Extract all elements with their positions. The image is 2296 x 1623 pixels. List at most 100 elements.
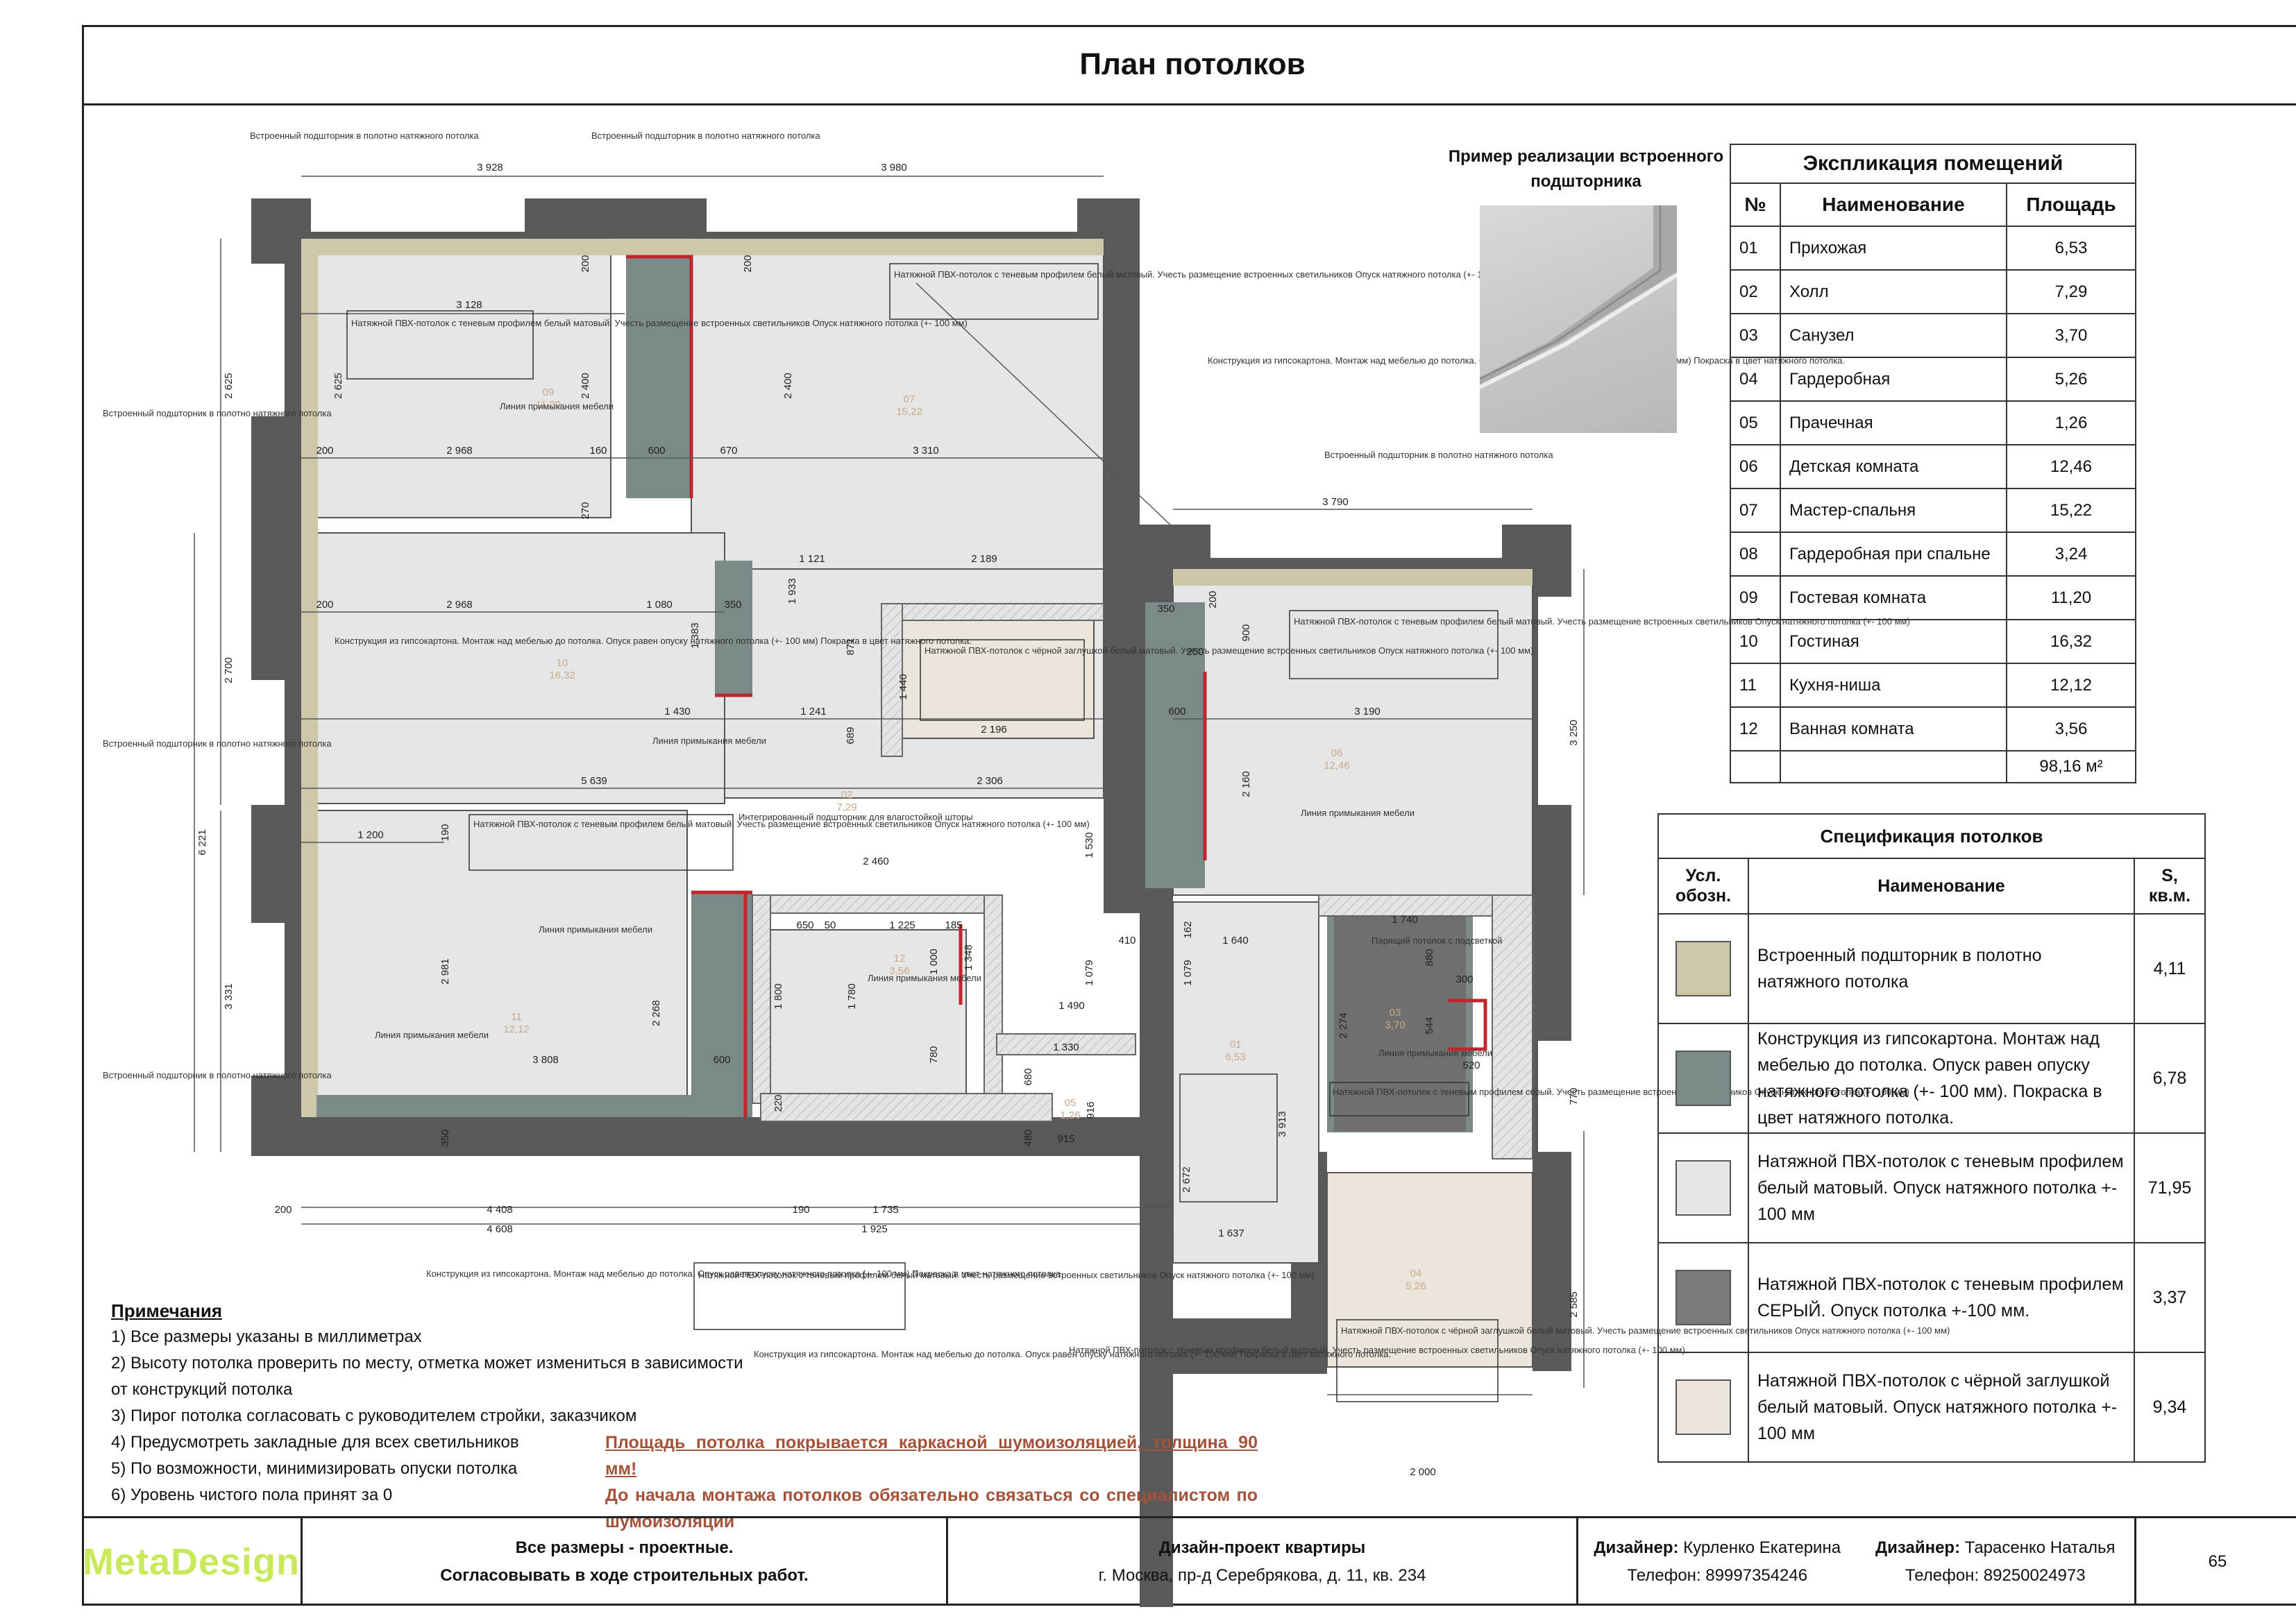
dim: 1 225 — [889, 919, 915, 931]
page-number: 65 — [2208, 1552, 2227, 1571]
footer: MetaDesign Все размеры - проектные. Согл… — [82, 1516, 2296, 1606]
row-area: 7,29 — [2006, 269, 2136, 314]
room-11-area: 12,12 — [503, 1023, 530, 1035]
callout-furniture-3: Линия примыкания мебели — [539, 924, 652, 935]
dim: 3 128 — [456, 299, 482, 311]
dim: 1 780 — [846, 983, 858, 1010]
dim: 670 — [720, 445, 737, 457]
title-bar: План потолков — [82, 25, 2296, 105]
dim: 770 — [1568, 1087, 1580, 1105]
dim: 1 241 — [800, 706, 827, 717]
dim: 2 196 — [981, 724, 1007, 736]
row-area: 6,53 — [2006, 226, 2136, 271]
explication-table: Экспликация помещений № Наименование Пло… — [1730, 144, 2136, 783]
dim: 600 — [648, 445, 665, 457]
row-name: Ванная комната — [1780, 706, 2007, 751]
dim: 300 — [1455, 974, 1473, 985]
row-area: 5,26 — [2006, 357, 2136, 402]
callout-curtain-3: Встроенный подшторник в полотно натяжног… — [103, 408, 332, 418]
dim: 1 735 — [872, 1204, 899, 1216]
callout-furniture-1: Линия примыкания мебели — [500, 401, 614, 411]
row-area: 11,20 — [2006, 575, 2136, 620]
spec-table: Спецификация потолков Усл. обозн. Наимен… — [1657, 813, 2206, 1463]
dim: 1 933 — [786, 578, 798, 604]
dimension-lines — [194, 176, 1585, 1395]
dim: 1 800 — [773, 983, 784, 1010]
row-number: 10 — [1730, 619, 1781, 664]
row-name: Гардеробная при спальне — [1780, 532, 2007, 577]
dim: 200 — [580, 255, 591, 272]
dim: 190 — [792, 1204, 809, 1216]
dim: 162 — [1182, 921, 1194, 938]
spec-area: 71,95 — [2134, 1132, 2206, 1243]
callout-furniture-5: Линия примыкания мебели — [1301, 808, 1415, 818]
row-area: 12,46 — [2006, 444, 2136, 489]
row-area: 12,12 — [2006, 663, 2136, 708]
dim: 1 080 — [646, 599, 673, 611]
dim: 190 — [439, 824, 451, 841]
dim: 2 400 — [782, 373, 794, 399]
room-12-area: 3,56 — [889, 965, 909, 977]
dim: 50 — [825, 919, 836, 931]
table-row: Встроенный подшторник в полотно натяжног… — [1657, 913, 2206, 1024]
row-name: Мастер-спальня — [1780, 488, 2007, 533]
dim: 780 — [928, 1046, 940, 1063]
room-07-area: 15,22 — [896, 406, 922, 418]
row-number: 05 — [1730, 400, 1781, 445]
annotations: Встроенный подшторник в полотно натяжног… — [103, 130, 1553, 1080]
dim: 1 637 — [1218, 1227, 1244, 1239]
dim: 200 — [274, 1204, 292, 1216]
dim: 880 — [1424, 949, 1435, 966]
callout-furniture-7: Линия примыкания мебели — [1378, 1048, 1492, 1058]
row-name: Гостевая комната — [1780, 575, 2007, 620]
row-area: 15,22 — [2006, 488, 2136, 533]
room-03: 03 — [1390, 1007, 1401, 1019]
room-09-area: 11,20 — [536, 399, 561, 411]
room-07: 07 — [904, 393, 915, 405]
phone-1: Телефон: 89997354246 — [1627, 1566, 1808, 1585]
dim: 3 980 — [881, 162, 907, 173]
row-name: Прачечная — [1780, 400, 2007, 445]
dim: 2 700 — [223, 657, 235, 683]
dim: 2 000 — [1410, 1466, 1436, 1478]
dim: 900 — [1240, 624, 1252, 641]
designer-label-2: Дизайнер: — [1875, 1538, 1961, 1557]
note-white-2: Натяжной ПВХ-потолок с теневым профилем … — [894, 269, 1510, 280]
dim: 1 490 — [1058, 1000, 1085, 1012]
callout-backlight: Парящий потолок с подсветкой — [1371, 935, 1503, 946]
note-white-5: Натяжной ПВХ-потолок с теневым профилем … — [698, 1270, 1315, 1280]
dim: 3 331 — [223, 983, 235, 1010]
col-name: Наименование — [1780, 182, 2007, 227]
footer-logo-cell: MetaDesign — [82, 1518, 303, 1606]
dim: 2 306 — [977, 775, 1003, 787]
room-03-area: 3,70 — [1385, 1019, 1405, 1031]
annotation-box-texts: Натяжной ПВХ-потолок с теневым профилем … — [335, 269, 1950, 1359]
dim: 350 — [724, 599, 741, 611]
col-spec-name: Наименование — [1748, 858, 2135, 915]
dim: 1 383 — [689, 622, 701, 649]
room-09: 09 — [543, 386, 555, 398]
row-number: 01 — [1730, 226, 1781, 271]
white-ceiling-rooms — [301, 238, 1533, 1264]
dim: 916 — [1085, 1101, 1097, 1119]
dim: 2 160 — [1240, 771, 1252, 797]
notes-heading: Примечания — [111, 1300, 223, 1321]
room-01-area: 6,53 — [1225, 1051, 1245, 1063]
callout-furniture-6: Линия примыкания мебели — [868, 973, 981, 983]
footer-project-cell: Дизайн-проект квартиры г. Москва, пр-д С… — [948, 1518, 1578, 1606]
spec-area: 9,34 — [2134, 1352, 2206, 1463]
room-05-area: 1,26 — [1060, 1110, 1080, 1121]
row-name: Санузел — [1780, 313, 2007, 358]
dim: 2 672 — [1181, 1166, 1192, 1193]
room-04: 04 — [1410, 1268, 1422, 1280]
example-photo — [1480, 205, 1677, 433]
callout-integr: Интегрированный подшторник для влагостой… — [738, 812, 973, 822]
dim: 2 460 — [863, 856, 889, 867]
dim: 2 625 — [223, 373, 235, 399]
dim: 600 — [713, 1054, 730, 1066]
dim: 350 — [439, 1129, 451, 1146]
designer-2: Тарасенко Наталья — [1964, 1538, 2116, 1557]
